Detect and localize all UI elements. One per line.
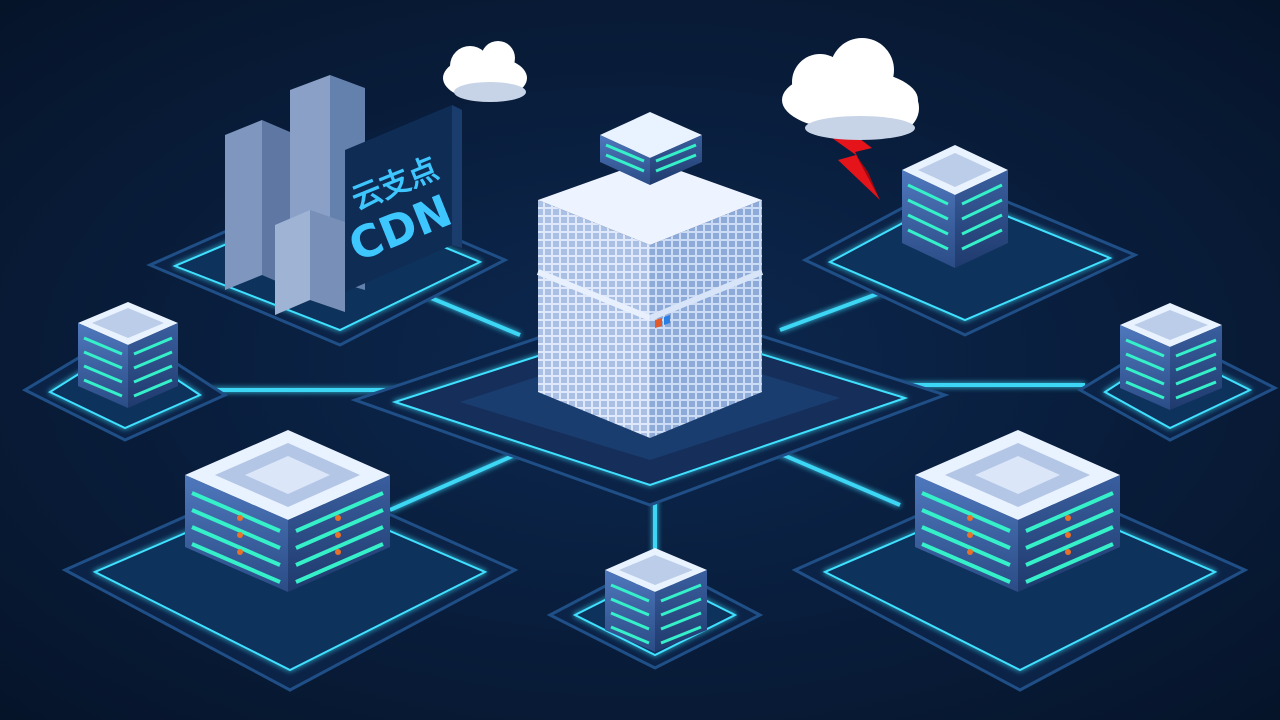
- storm-cloud-icon: [782, 38, 919, 140]
- lightning-icon: [818, 120, 880, 200]
- right-server: [1120, 303, 1222, 410]
- bottom-server: [605, 548, 707, 652]
- cdn-building: 云支点 CDN: [225, 75, 462, 315]
- top-right-server: [902, 145, 1008, 268]
- central-datacenter: [536, 160, 764, 438]
- cloud-icon: [443, 41, 527, 102]
- bottom-left-server: [185, 430, 390, 592]
- bottom-right-server: [915, 430, 1120, 592]
- top-server: [600, 112, 702, 185]
- left-server: [78, 302, 178, 408]
